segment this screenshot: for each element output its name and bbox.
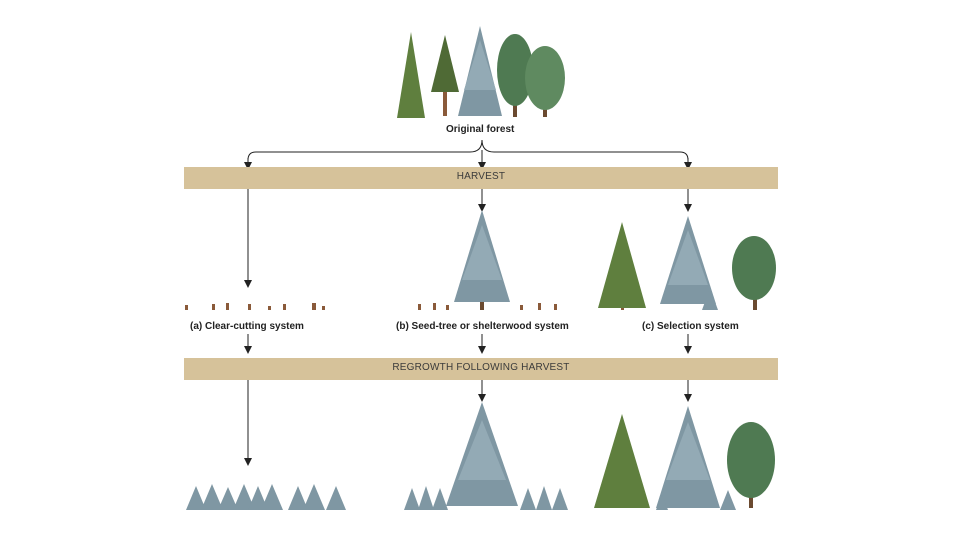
regrowth-band: REGROWTH FOLLOWING HARVEST (184, 358, 778, 380)
selection-regrowth (594, 406, 775, 510)
seed-tree-remaining (418, 210, 557, 310)
harvest-band-label: HARVEST (456, 171, 506, 182)
clearcut-regrowth (186, 484, 346, 510)
selection-label: (c) Selection system (642, 321, 739, 332)
harvest-band: HARVEST (184, 167, 778, 189)
selection-remaining (598, 216, 776, 310)
original-forest-label: Original forest (446, 124, 515, 135)
clearcut-stumps (185, 303, 325, 310)
seed-tree-label: (b) Seed-tree or shelterwood system (396, 321, 569, 332)
original-forest-trees (397, 26, 565, 118)
clearcut-label: (a) Clear-cutting system (190, 321, 304, 332)
seed-tree-regrowth (404, 402, 568, 510)
split-brace (247, 139, 689, 161)
regrowth-band-label: REGROWTH FOLLOWING HARVEST (392, 362, 570, 373)
